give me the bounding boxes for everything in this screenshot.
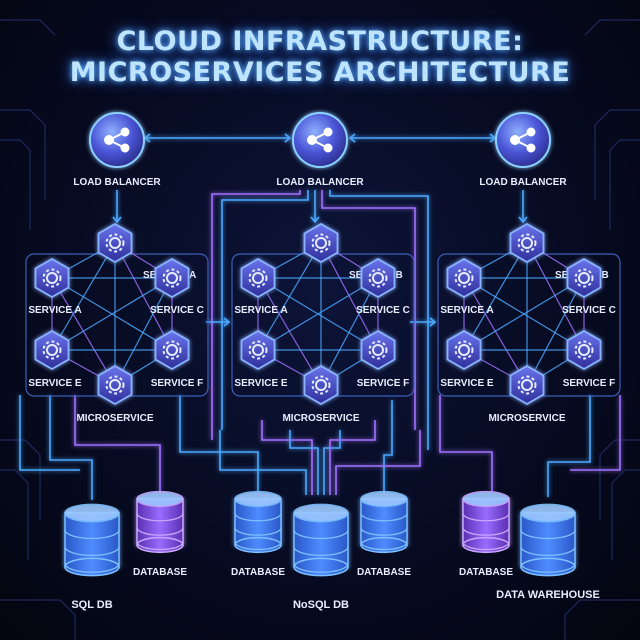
- cog-icon: [517, 233, 537, 253]
- service-label: MICROSERVICE: [282, 413, 359, 424]
- service-label: SERVICE A: [28, 305, 81, 316]
- network-globe-icon: [510, 127, 536, 153]
- database-label: DATA WAREHOUSE: [496, 589, 600, 601]
- load-balancer-label: LOAD BALANCER: [276, 177, 364, 188]
- diagram-title-line-1: CLOUD INFRASTRUCTURE:: [116, 26, 524, 57]
- service-node: SERVICE F: [151, 329, 204, 389]
- network-globe-icon: [307, 127, 333, 153]
- service-node: MICROSERVICE: [76, 364, 154, 424]
- service-node: SERVICE E: [440, 329, 494, 389]
- service-label: SERVICE F: [357, 378, 410, 389]
- service-label: SERVICE A: [234, 305, 287, 316]
- cog-icon: [368, 340, 388, 360]
- cog-icon: [574, 340, 594, 360]
- service-node: SERVICE F: [357, 329, 410, 389]
- cog-icon: [517, 375, 537, 395]
- service-label: SERVICE E: [234, 378, 287, 389]
- service-link: [320, 242, 379, 351]
- database-node: DATA WAREHOUSE: [496, 503, 600, 601]
- database-label: DATABASE: [231, 567, 285, 578]
- diagram-title-line-2: MICROSERVICES ARCHITECTURE: [69, 57, 571, 88]
- service-link: [320, 277, 379, 386]
- database-node: DATABASE: [133, 490, 187, 578]
- cog-icon: [162, 268, 182, 288]
- cog-icon: [42, 268, 62, 288]
- service-link: [114, 277, 173, 386]
- service-label: SERVICE F: [151, 378, 204, 389]
- cog-icon: [311, 375, 331, 395]
- service-node: SERVICE F: [563, 329, 616, 389]
- cog-icon: [574, 268, 594, 288]
- service-link: [463, 277, 585, 351]
- service-label: SERVICE E: [440, 378, 493, 389]
- database-node: DATABASE: [357, 490, 411, 578]
- service-label: MICROSERVICE: [76, 413, 153, 424]
- cog-icon: [454, 340, 474, 360]
- load-balancer-node: LOAD BALANCER: [479, 112, 567, 188]
- service-node: SERVICE C: [562, 257, 616, 316]
- service-link: [114, 242, 173, 351]
- database-label: NoSQL DB: [293, 599, 349, 611]
- database-node: DATABASE: [231, 490, 285, 578]
- cog-icon: [105, 233, 125, 253]
- service-link: [526, 277, 585, 386]
- database-node: NoSQL DB: [293, 503, 349, 611]
- service-link: [51, 277, 173, 351]
- service-label: MICROSERVICE: [488, 413, 565, 424]
- connector-lines: [19, 133, 621, 500]
- service-label: SERVICE E: [28, 378, 81, 389]
- service-label: SERVICE F: [563, 378, 616, 389]
- service-node: SERVICE A: [234, 257, 288, 316]
- network-globe-icon: [104, 127, 130, 153]
- service-node: SERVICE C: [356, 257, 410, 316]
- service-node: MICROSERVICE: [488, 364, 566, 424]
- database-label: DATABASE: [133, 567, 187, 578]
- service-link: [257, 277, 379, 351]
- database-label: DATABASE: [357, 567, 411, 578]
- service-node: SERVICE C: [150, 257, 204, 316]
- cog-icon: [368, 268, 388, 288]
- load-balancer-node: LOAD BALANCER: [73, 112, 161, 188]
- service-node: SERVICE E: [234, 329, 288, 389]
- service-node: MICROSERVICE: [282, 364, 360, 424]
- cog-icon: [248, 268, 268, 288]
- service-node: SERVICE A: [28, 257, 82, 316]
- load-balancer-label: LOAD BALANCER: [479, 177, 567, 188]
- load-balancer-node: LOAD BALANCER: [276, 112, 364, 188]
- service-node: SERVICE A: [440, 257, 494, 316]
- circuit-trace-decoration: [0, 19, 640, 640]
- database-label: SQL DB: [71, 599, 112, 611]
- service-node: SERVICE E: [28, 329, 82, 389]
- database-node: DATABASE: [459, 490, 513, 578]
- service-label: SERVICE C: [562, 305, 616, 316]
- cog-icon: [311, 233, 331, 253]
- database-node: SQL DB: [64, 503, 120, 611]
- cog-icon: [105, 375, 125, 395]
- service-label: SERVICE C: [356, 305, 410, 316]
- cog-icon: [42, 340, 62, 360]
- load-balancer-label: LOAD BALANCER: [73, 177, 161, 188]
- service-label: SERVICE C: [150, 305, 204, 316]
- service-label: SERVICE A: [440, 305, 493, 316]
- cog-icon: [162, 340, 182, 360]
- database-label: DATABASE: [459, 567, 513, 578]
- service-link: [526, 242, 585, 351]
- cog-icon: [248, 340, 268, 360]
- cog-icon: [454, 268, 474, 288]
